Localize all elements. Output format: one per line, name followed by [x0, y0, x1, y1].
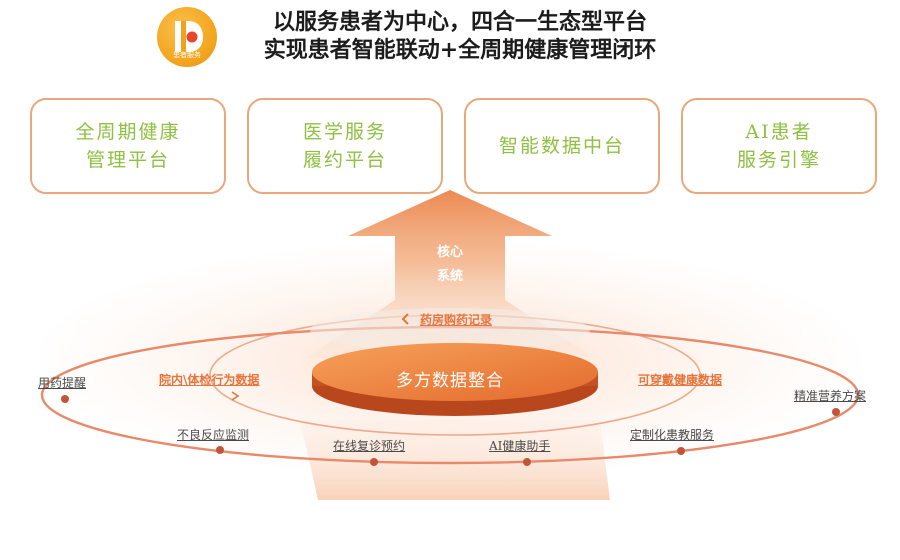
- core-system-line-2: 系统: [436, 269, 463, 284]
- outer-label-nutrition-plan: 精准营养方案: [794, 389, 867, 403]
- headline-line-2: 实现患者智能联动+全周期健康管理闭环: [263, 37, 657, 63]
- platform-label-line-2: 履约平台: [302, 149, 387, 171]
- inner-label-hospital-data: 院内\体检行为数据: [159, 373, 260, 387]
- ring-node: [677, 447, 685, 455]
- chevron-left-icon: [401, 313, 409, 325]
- page-title: 以服务患者为中心，四合一生态型平台 实现患者智能联动+全周期健康管理闭环: [230, 8, 690, 64]
- base-funnel: [300, 420, 610, 500]
- outer-label-medication-reminder: 用药提醒: [38, 376, 87, 390]
- core-system-label: 核心 系统: [420, 241, 480, 289]
- platform-box-ai-engine: AI患者 服务引擎: [681, 98, 877, 194]
- logo-caption: 患者服务: [173, 51, 201, 59]
- platform-label-line-2: 管理平台: [85, 149, 170, 171]
- platform-label-line-1: 智能数据中台: [498, 135, 625, 157]
- center-disk-label: 多方数据整合: [396, 371, 504, 391]
- inner-label-wearable-data: 可穿戴健康数据: [638, 373, 723, 387]
- platform-label-line-2: 服务引擎: [736, 149, 821, 171]
- circle-d-logo-icon: [175, 21, 203, 52]
- ring-node: [370, 458, 378, 466]
- outer-label-adverse-reaction: 不良反应监测: [177, 428, 250, 442]
- chevron-right-icon: [231, 391, 240, 401]
- core-system-line-1: 核心: [436, 245, 463, 260]
- platform-label-line-1: 全周期健康: [75, 121, 181, 143]
- outer-label-online-followup: 在线复诊预约: [333, 439, 406, 453]
- upper-halo: [310, 308, 590, 352]
- ring-node: [523, 458, 531, 466]
- ring-node: [832, 408, 840, 416]
- ring-node: [216, 446, 224, 454]
- outer-label-ai-assistant: AI健康助手: [489, 439, 551, 453]
- platform-label-line-1: AI患者: [745, 121, 813, 143]
- platform-box-data-middle: 智能数据中台: [464, 98, 660, 194]
- inner-label-pharmacy-records: 药房购药记录: [420, 313, 493, 327]
- platform-box-health-management: 全周期健康 管理平台: [30, 98, 226, 194]
- headline-line-1: 以服务患者为中心，四合一生态型平台: [272, 9, 647, 35]
- disk-top: [312, 343, 598, 401]
- platform-label-line-1: 医学服务: [302, 121, 387, 143]
- ring-node: [61, 395, 69, 403]
- brand-logo: 患者服务: [157, 7, 217, 67]
- platform-box-medical-service: 医学服务 履约平台: [247, 98, 443, 194]
- outer-label-patient-education: 定制化患教服务: [630, 428, 715, 442]
